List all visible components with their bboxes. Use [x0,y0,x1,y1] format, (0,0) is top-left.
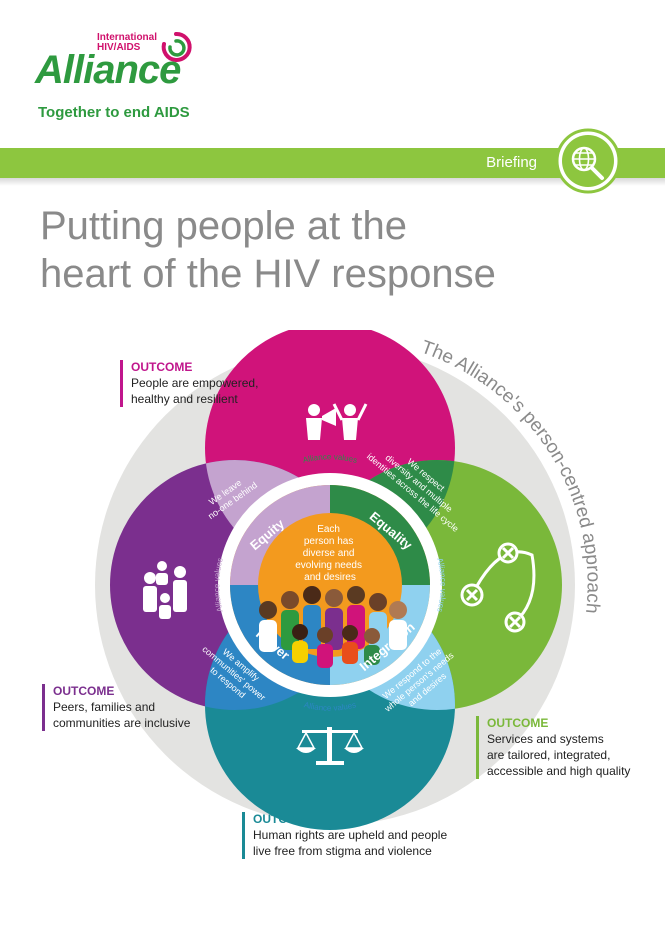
ribbon-logo-icon [161,31,192,62]
title-line-1: Putting people at the [40,204,407,248]
family-icon [143,561,187,619]
outcome-label: OUTCOME [53,684,115,698]
alliance-values-top-path: Alliance values [302,452,358,465]
outcome-text-line-3: accessible and high quality [487,764,631,778]
centre-text: Each person has diverse and evolving nee… [295,524,365,583]
alliance-values-bottom: Alliance values [303,700,357,712]
alliance-values-right-path: Alliance values [435,557,447,613]
outcome-text-line-1: People are empowered, [131,376,259,390]
outcome-label: OUTCOME [131,360,193,374]
alliance-values-left: Alliance values [212,557,224,613]
alliance-values-top: Alliance values [302,452,358,465]
crowd-illustration [259,586,407,668]
outcome-services: OUTCOME Services and systems are tailore… [476,716,630,779]
title-line-2: heart of the HIV response [40,252,496,296]
banner-shadow [0,178,665,186]
outcome-label: OUTCOME [253,812,315,826]
outcome-text-line-2: live free from stigma and violence [253,844,432,858]
centre-text-line-5: and desires [304,572,356,583]
centre-text-line-4: evolving needs [295,560,362,571]
megaphone-people-icon [306,403,368,440]
person-centred-diagram: Each person has diverse and evolving nee… [95,330,604,830]
logo-org-line-1: International [97,32,158,43]
outcome-text-line-2: are tailored, integrated, [487,748,611,762]
centre-text-line-2: person has [304,536,353,547]
outcome-text-line-1: Human rights are upheld and people [253,828,448,842]
outcome-inclusive: OUTCOME Peers, families and communities … [42,684,190,731]
centre-text-line-1: Each [317,524,340,535]
outcome-empowered: OUTCOME People are empowered, healthy an… [120,360,258,407]
alliance-values-bottom-path: Alliance values [303,700,357,712]
outcome-human-rights: OUTCOME Human rights are upheld and peop… [242,812,447,859]
briefing-banner [0,148,665,178]
briefing-label: Briefing [486,154,537,171]
outcome-text-line-1: Services and systems [487,732,604,746]
logo-org-name: International HIV/AIDS [97,33,157,53]
connected-crosses-icon [460,542,536,633]
centre-text-line-3: diverse and [303,548,355,559]
outcome-text-line-2: healthy and resilient [131,392,238,406]
outcome-text-line-2: communities are inclusive [53,716,191,730]
logo-org-line-2: HIV/AIDS [97,42,141,53]
outcome-label: OUTCOME [487,716,549,730]
outcome-text-line-1: Peers, families and [53,700,156,714]
globe-magnifier-icon [555,128,621,194]
scales-of-justice-icon [296,727,364,765]
alliance-values-left-path: Alliance values [212,557,224,613]
page-title: Putting people at the heart of the HIV r… [40,202,640,298]
logo-tagline: Together to end AIDS [38,104,190,121]
alliance-logo: International HIV/AIDS Alliance Together… [0,0,200,130]
logo-wordmark: Alliance [35,48,181,92]
alliance-values-right: Alliance values [435,557,447,613]
